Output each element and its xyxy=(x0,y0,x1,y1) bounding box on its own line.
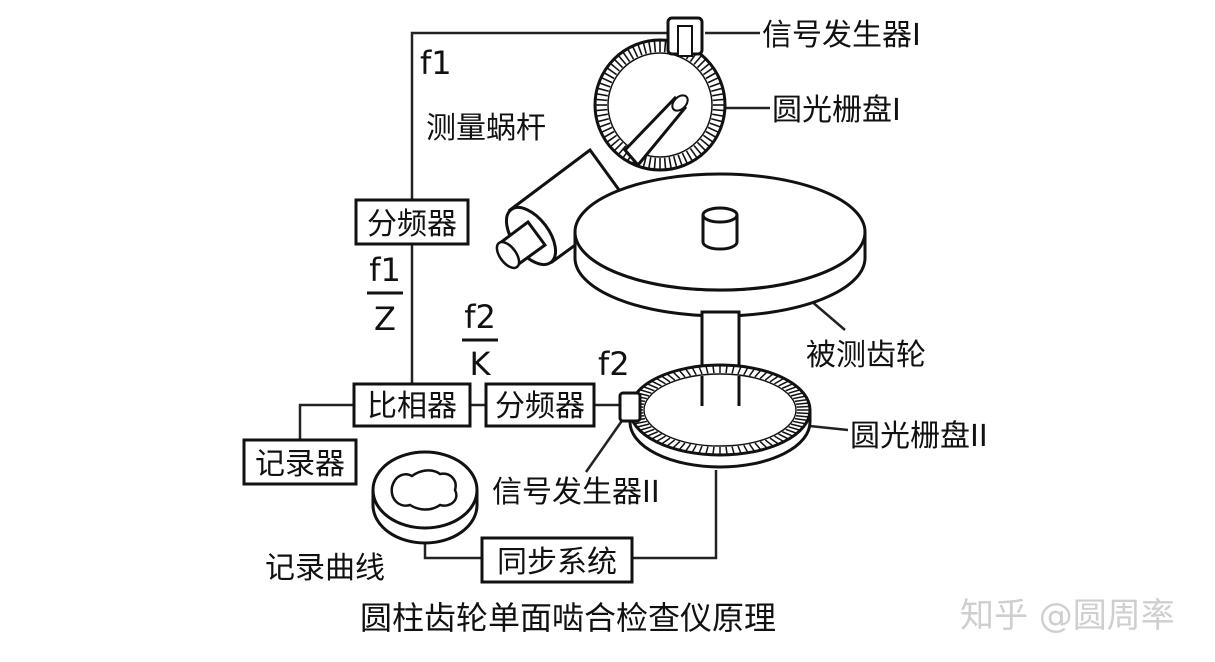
recorder-block: 记录器 xyxy=(242,438,358,486)
grating-disc-2-label: 圆光栅盘II xyxy=(850,419,988,454)
divider-bottom-block: 分频器 xyxy=(484,382,596,428)
record-disc xyxy=(371,450,479,545)
grating-disc-1 xyxy=(593,38,727,172)
svg-text:记录器: 记录器 xyxy=(255,447,345,482)
signal-generator-2 xyxy=(618,391,642,423)
measuring-worm xyxy=(495,147,633,270)
svg-text:分频器: 分频器 xyxy=(495,389,585,424)
grating-disc-1-label: 圆光栅盘I xyxy=(772,93,901,128)
f1-over-z-fraction: f1 Z xyxy=(367,251,403,338)
sync-to-gear-line xyxy=(632,470,718,560)
measuring-worm-label: 测量蜗杆 xyxy=(426,111,546,146)
record-curve-trace xyxy=(390,469,458,511)
worm-shaft xyxy=(622,94,689,168)
svg-text:f2: f2 xyxy=(464,298,496,336)
divider-top-block: 分频器 xyxy=(354,198,470,246)
svg-text:Z: Z xyxy=(374,300,396,338)
f2-label: f2 xyxy=(598,345,630,383)
svg-text:分频器: 分频器 xyxy=(367,207,457,242)
f1-line xyxy=(410,31,695,200)
watermark: 知乎 @圆周率 xyxy=(960,596,1175,636)
phase-comparator-block: 比相器 xyxy=(352,382,472,428)
f1-label: f1 xyxy=(420,44,452,82)
signal-generator-1 xyxy=(666,16,704,57)
f2-over-k-fraction: f2 K xyxy=(462,298,498,383)
comparator-to-recorder-line xyxy=(298,403,354,440)
svg-text:同步系统: 同步系统 xyxy=(497,545,617,580)
svg-text:f1: f1 xyxy=(369,251,401,289)
record-curve-label: 记录曲线 xyxy=(265,551,385,586)
signal-gen-1-label: 信号发生器I xyxy=(762,18,921,53)
svg-text:比相器: 比相器 xyxy=(367,389,457,424)
gear-under-test xyxy=(573,172,867,318)
grating-disc-2 xyxy=(628,363,812,469)
gear-under-test-label: 被测齿轮 xyxy=(806,338,926,373)
svg-text:K: K xyxy=(470,345,492,383)
sync-system-block: 同步系统 xyxy=(480,536,634,584)
signal-gen-2-label: 信号发生器II xyxy=(492,475,660,510)
diagram-caption: 圆柱齿轮单面啮合检查仪原理 xyxy=(360,599,776,637)
